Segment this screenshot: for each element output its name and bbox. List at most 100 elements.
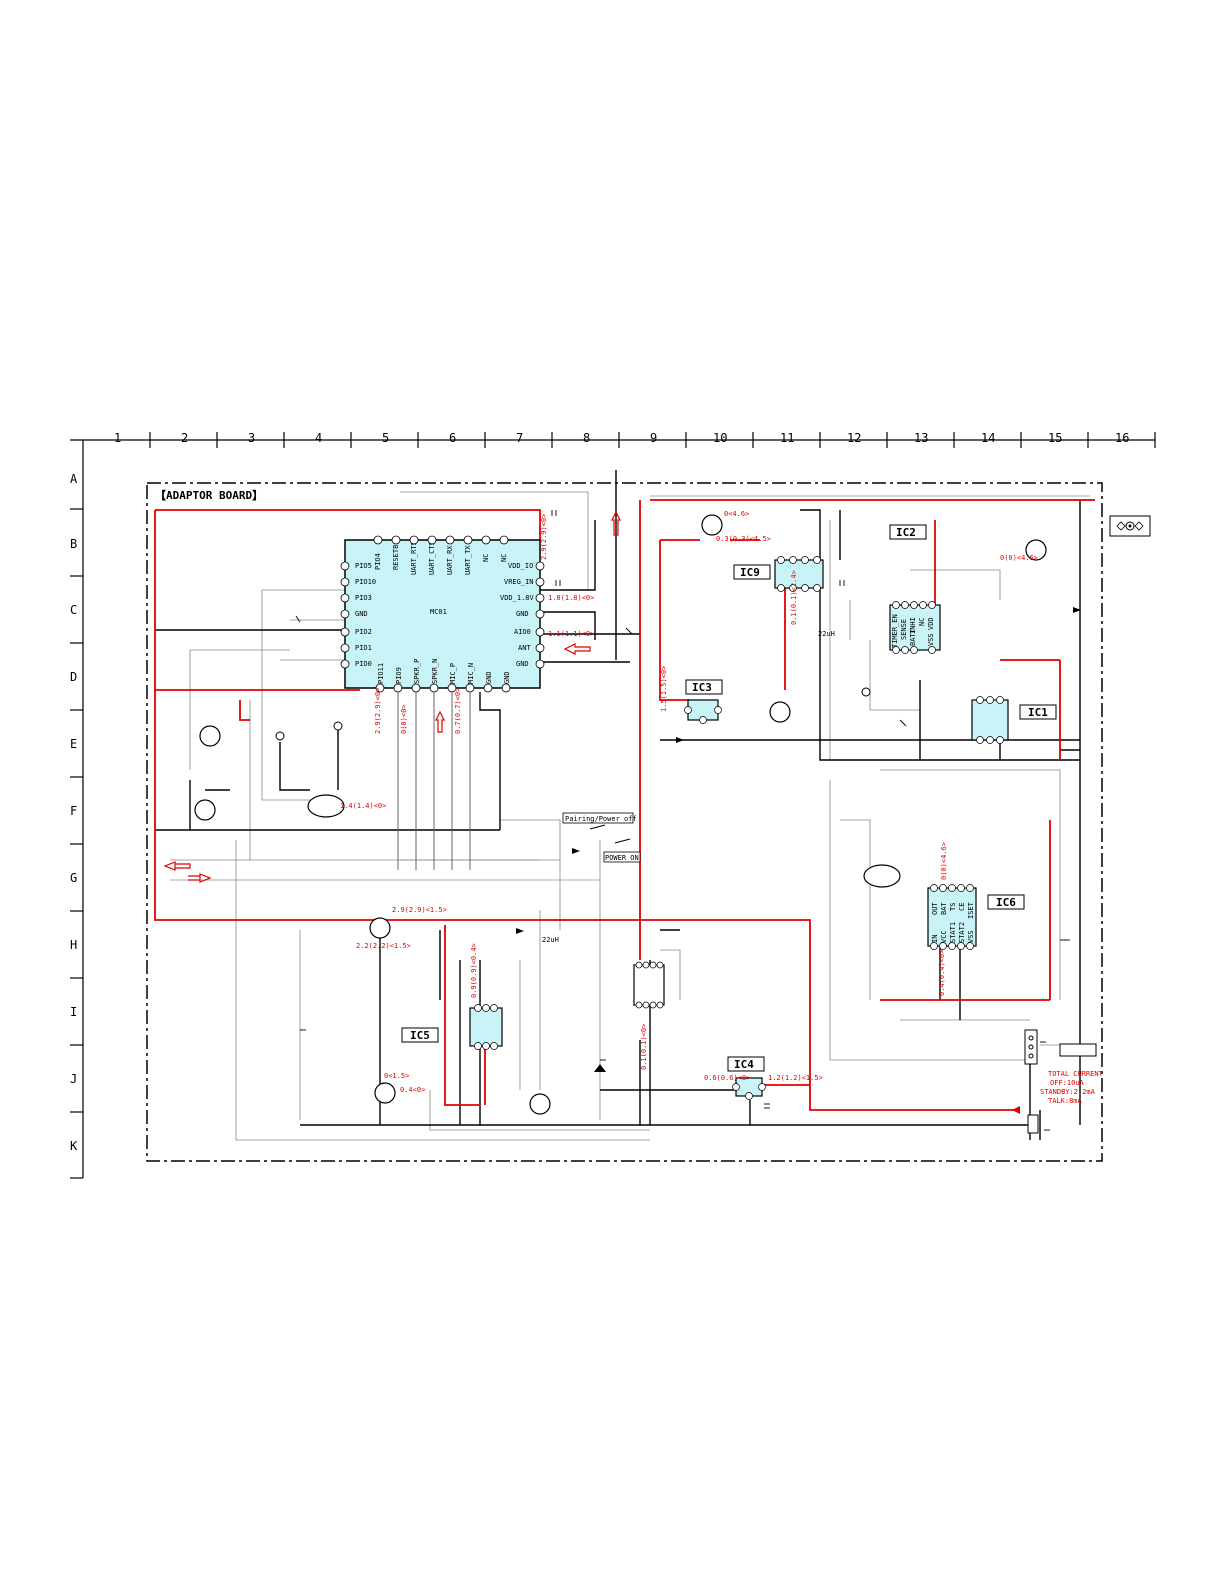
- row-J: J: [70, 1072, 77, 1086]
- voltage-v17: 0.4<0>: [400, 1086, 425, 1094]
- pin-uart-cts: UART_CTS: [428, 541, 436, 575]
- voltage-v1: 2.9(2.9)<0>: [540, 514, 548, 560]
- pin-gnd-b2: GND: [503, 671, 511, 684]
- total-current-off: OFF:10uA: [1050, 1079, 1085, 1087]
- ic3-label-box: [685, 679, 723, 695]
- main-bottom-pins: PIO11 PIO9 SPKR_P SPKR_N MIC_P MIC_N GND…: [377, 659, 511, 684]
- ic6-label-box: [987, 894, 1025, 910]
- row-E: E: [70, 737, 77, 751]
- passive-components: [295, 510, 1070, 1131]
- transistor-q-j7: [529, 1093, 551, 1115]
- voltage-v18: 0(0)<4.6>: [1000, 554, 1038, 562]
- col-5: 5: [382, 431, 389, 445]
- led-e5: [333, 721, 343, 731]
- col-7: 7: [516, 431, 523, 445]
- pairing-switch: Pairing/Power off: [562, 812, 637, 830]
- transistor-dual-g13: [863, 864, 901, 888]
- power-on-label: POWER ON: [605, 854, 639, 862]
- row-letters: A B C D E F G H I J K: [70, 472, 78, 1153]
- col-14: 14: [981, 431, 995, 445]
- row-H: H: [70, 938, 77, 952]
- voltage-v6: 1.4(1.4)<0>: [340, 802, 386, 810]
- pin-gnd-r1: GND: [516, 610, 529, 618]
- col-6: 6: [449, 431, 456, 445]
- ic2-pin-inhi: INHI: [909, 617, 917, 634]
- transistor-q-f2: [194, 799, 216, 821]
- transistor-q-h5: [369, 917, 391, 939]
- ic5-chip: [469, 1004, 503, 1050]
- voltage-annotations: 2.9(2.9)<0> 1.8(1.8)<0> 1.1(1.1)<0> 2.9(…: [340, 510, 1038, 1094]
- transistor-q-b10: [701, 514, 723, 536]
- led-d13: [861, 687, 871, 697]
- ic6-pin-ce: CE: [958, 903, 966, 911]
- board-title: 【ADAPTOR BOARD】: [155, 489, 263, 502]
- pin-uart-tx: UART_TX: [464, 545, 472, 575]
- ic3-chip: [684, 699, 722, 724]
- ic6-pin-stat2: STAT2: [958, 922, 966, 943]
- ic6-pin-bat: BAT: [940, 902, 948, 915]
- main-top-pin-circles: [373, 535, 509, 545]
- inductor-label-b: 22uH: [542, 936, 559, 944]
- row-C: C: [70, 603, 77, 617]
- voltage-v21: 0(0)<4.6>: [940, 842, 948, 880]
- col-16: 16: [1115, 431, 1129, 445]
- diode-c16: [1073, 607, 1081, 613]
- pin-aio0: AIO0: [514, 628, 531, 636]
- ic1-label-box: [1019, 704, 1057, 720]
- ic6-pins: OUT BAT TS CE ISET IN VCC STAT1 STAT2 VS…: [931, 901, 975, 943]
- ic6-pin-in: IN: [931, 935, 939, 943]
- pin-mic-p: MIC_P: [449, 663, 457, 684]
- pin-spkr-p: SPKR_P: [413, 659, 421, 684]
- ic5-label: IC5: [410, 1029, 430, 1042]
- ic2-pin-timer-en: TIMER_EN: [891, 614, 899, 648]
- row-ticks: [70, 508, 83, 1113]
- main-bottom-wires: [397, 692, 471, 870]
- pin-pio3: PIO3: [355, 594, 372, 602]
- voltage-v7: 0.7(0.7)<0>: [454, 688, 462, 734]
- dual-ic-col9: [633, 961, 665, 1009]
- ic3-label: IC3: [692, 681, 712, 694]
- column-ticks: [149, 432, 1156, 448]
- ic6-pin-iset: ISET: [967, 901, 975, 919]
- col-13: 13: [914, 431, 928, 445]
- grid-frame: [70, 439, 1155, 1179]
- total-current-talk: TALK:8mA: [1048, 1097, 1083, 1105]
- voltage-v9: 0.1(0.1)<2.4>: [790, 570, 798, 625]
- ic2-pins: TIMER_EN SENSE INHI NC VDD BATT VSS: [891, 614, 935, 648]
- pin-spkr-n: SPKR_N: [431, 659, 439, 684]
- transistor-q-b15: [1025, 539, 1047, 561]
- signal-arrows: [163, 510, 621, 883]
- main-bottom-pin-circles: [375, 683, 511, 693]
- main-left-pin-circles: [340, 561, 350, 669]
- col-4: 4: [315, 431, 322, 445]
- col-11: 11: [780, 431, 794, 445]
- pin-gnd-l: GND: [355, 610, 368, 618]
- ic9-chip: [774, 556, 824, 592]
- transistor-dual-f4: [307, 794, 345, 818]
- main-left-pins: PIO5 PIO10 PIO3 GND PIO2 PIO1 PIO0: [355, 562, 376, 668]
- ic1-chip: [971, 696, 1009, 744]
- ic4-label: IC4: [734, 1058, 754, 1071]
- row-I: I: [70, 1005, 77, 1019]
- pin-nc-1: NC: [482, 554, 490, 562]
- ic6-pin-stat1: STAT1: [949, 922, 957, 943]
- ic2-label: IC2: [896, 526, 916, 539]
- row-G: G: [70, 871, 77, 885]
- main-top-pins: PIO4 RESETB UART_RTS UART_CTS UART_RX UA…: [374, 541, 508, 575]
- transistor-q-e2: [199, 725, 221, 747]
- voltage-v2: 1.8(1.8)<0>: [548, 594, 594, 602]
- voltage-v13: 2.2(2.2)<1.5>: [356, 942, 411, 950]
- diode-h7: [516, 928, 524, 934]
- total-current-block: TOTAL CURRENT OFF:10uA STANDBY:2.2mA TAL…: [1040, 1070, 1104, 1105]
- col-15: 15: [1048, 431, 1062, 445]
- ic4-chip: [732, 1077, 766, 1100]
- total-current-title: TOTAL CURRENT: [1048, 1070, 1104, 1078]
- voltage-v4: 2.9(2.9)<0>: [374, 688, 382, 734]
- col-9: 9: [650, 431, 657, 445]
- transistor-q-j5: [374, 1082, 396, 1104]
- row-K: K: [70, 1139, 78, 1153]
- col-12: 12: [847, 431, 861, 445]
- pin-pio10: PIO10: [355, 578, 376, 586]
- voltage-v22: 0.4(0.4)<0>: [938, 950, 946, 996]
